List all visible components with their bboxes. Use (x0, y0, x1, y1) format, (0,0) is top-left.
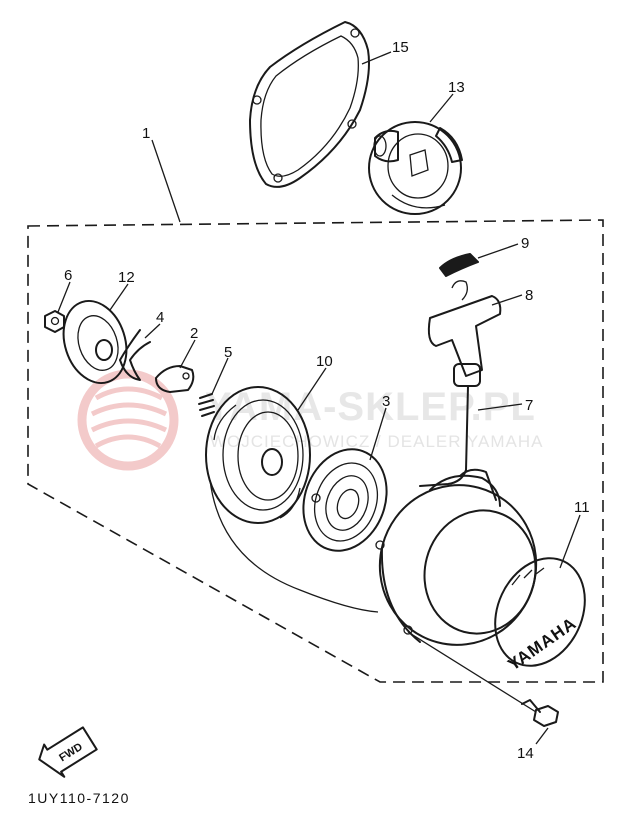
callout-14: 14 (517, 745, 534, 762)
callout-15: 15 (392, 39, 409, 56)
callout-11: 11 (574, 499, 590, 516)
callout-8: 8 (525, 287, 533, 304)
starter-rope-part-7[interactable] (419, 385, 469, 487)
callout-6: 6 (64, 267, 72, 284)
drive-pulley-part-13[interactable] (368, 121, 463, 215)
callout-10: 10 (316, 353, 333, 370)
pawl-part-2[interactable] (155, 365, 195, 393)
spring-part-5[interactable] (198, 393, 215, 417)
plate-part-12[interactable] (53, 293, 136, 391)
fwd-arrow: FWD (38, 726, 98, 778)
fwd-label: FWD (57, 741, 85, 764)
starter-handle-part-8[interactable] (427, 280, 502, 387)
watermark-subtitle: WOJCIECHOWICZ / DEALER YAMAHA (210, 432, 543, 451)
callout-1: 1 (142, 125, 150, 142)
clip-part-4[interactable] (119, 329, 151, 381)
callout-5: 5 (224, 344, 232, 361)
callout-2: 2 (190, 325, 198, 342)
handle-cap-part-9[interactable] (439, 253, 479, 277)
diagram-code: 1UY110-7120 (28, 790, 130, 806)
assembly-boundary (27, 219, 604, 683)
watermark-brand: YAMA-SKLEP.PL (205, 385, 536, 429)
reel-sheave-part-10[interactable] (205, 386, 311, 524)
nut-part-6[interactable] (44, 310, 65, 333)
callout-13: 13 (448, 79, 465, 96)
gasket-part-15[interactable] (249, 21, 370, 188)
rope-lower-loop (209, 479, 379, 613)
callout-3: 3 (382, 393, 390, 410)
starter-case[interactable] (362, 468, 554, 663)
callout-4: 4 (156, 309, 164, 326)
leader-lines (57, 51, 581, 745)
callout-12: 12 (118, 269, 135, 286)
yamaha-emblem-part-11[interactable]: YAMAHA (478, 543, 601, 680)
callout-7: 7 (525, 397, 533, 414)
callout-9: 9 (521, 235, 529, 252)
bolt-part-14[interactable] (521, 699, 559, 727)
spiral-spring-part-3[interactable] (290, 437, 401, 562)
